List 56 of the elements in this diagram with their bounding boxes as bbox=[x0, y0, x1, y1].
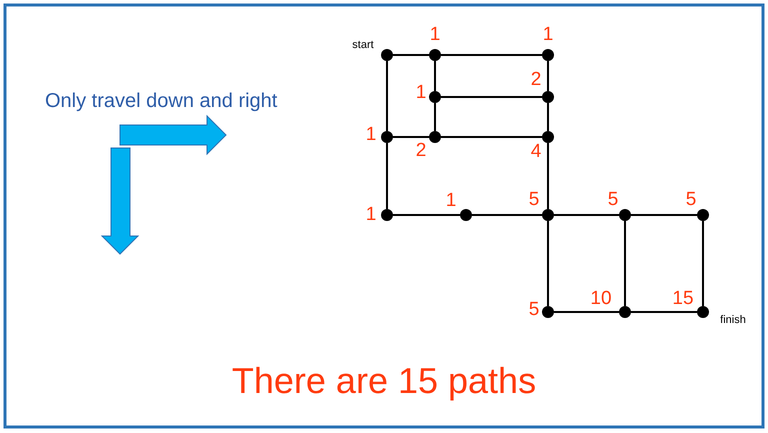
grid-point bbox=[429, 49, 441, 61]
path-line bbox=[472, 214, 542, 216]
grid-point bbox=[429, 91, 441, 103]
path-line bbox=[434, 61, 436, 91]
path-line bbox=[393, 214, 460, 216]
path-line bbox=[631, 214, 697, 216]
path-line bbox=[631, 311, 697, 313]
path-line bbox=[441, 96, 542, 98]
path-count: 5 bbox=[528, 189, 540, 211]
path-count: 1 bbox=[446, 190, 456, 212]
grid-point bbox=[429, 131, 441, 143]
grid-point bbox=[460, 209, 472, 221]
path-count: 4 bbox=[530, 141, 542, 163]
path-count: 5 bbox=[686, 189, 696, 211]
grid-point bbox=[381, 49, 393, 61]
path-count: 1 bbox=[366, 204, 376, 226]
path-line bbox=[702, 221, 704, 306]
path-line bbox=[547, 221, 549, 306]
grid-point bbox=[542, 49, 554, 61]
grid-point bbox=[619, 209, 631, 221]
path-count: 2 bbox=[530, 69, 542, 91]
grid-point bbox=[542, 131, 554, 143]
point-label: finish bbox=[720, 314, 746, 326]
path-line bbox=[386, 61, 388, 131]
grid-point bbox=[697, 209, 709, 221]
path-line bbox=[547, 61, 549, 91]
path-count: 1 bbox=[542, 24, 554, 46]
path-count: 1 bbox=[416, 82, 426, 104]
grid-point bbox=[697, 306, 709, 318]
path-line bbox=[624, 221, 626, 306]
path-count: 10 bbox=[590, 288, 612, 310]
path-line bbox=[393, 54, 429, 56]
path-count: 1 bbox=[366, 124, 376, 146]
path-line bbox=[441, 136, 542, 138]
path-line bbox=[554, 311, 619, 313]
path-line bbox=[441, 54, 542, 56]
grid-point bbox=[542, 209, 554, 221]
grid-point bbox=[381, 209, 393, 221]
path-count: 2 bbox=[416, 140, 426, 162]
caption: There are 15 paths bbox=[230, 360, 538, 402]
path-count: 5 bbox=[528, 299, 540, 321]
grid-point bbox=[619, 306, 631, 318]
path-line bbox=[547, 103, 549, 131]
grid-point bbox=[542, 306, 554, 318]
path-line bbox=[434, 103, 436, 131]
path-count: 1 bbox=[430, 24, 440, 46]
path-line bbox=[547, 143, 549, 209]
path-line bbox=[386, 143, 388, 209]
path-line bbox=[554, 214, 619, 216]
grid-point bbox=[381, 131, 393, 143]
path-count: 15 bbox=[672, 288, 694, 310]
instruction-text: Only travel down and right bbox=[45, 90, 278, 113]
point-label: start bbox=[352, 39, 374, 51]
path-line bbox=[393, 136, 429, 138]
grid-point bbox=[542, 91, 554, 103]
path-count: 5 bbox=[608, 189, 618, 211]
